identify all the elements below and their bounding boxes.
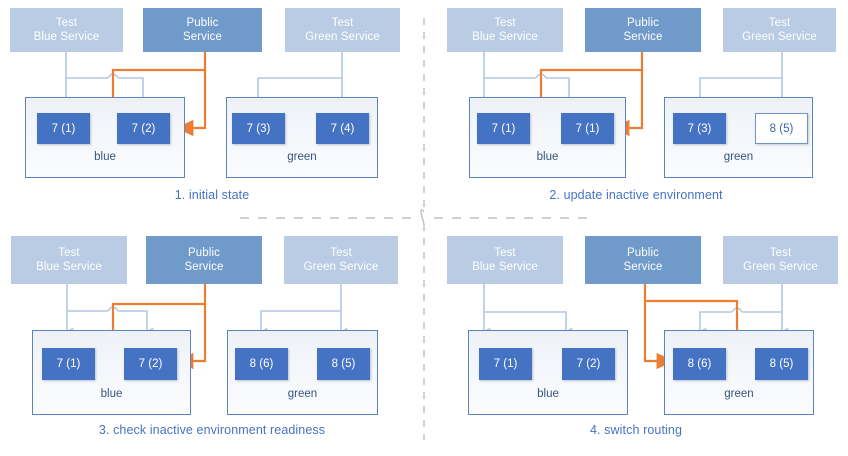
instance-box: 7 (1) [477,113,530,144]
test-blue-connector [477,50,576,111]
green-env-label: green [724,388,754,400]
instance-box: 8 (6) [673,348,726,380]
instance-box: 7 (2) [117,113,170,144]
instance-box: 7 (1) [479,348,532,380]
instance-box: 7 (3) [673,113,726,144]
blue-env-label: blue [537,388,559,400]
panel-caption: 3. check inactive environment readiness [98,423,326,437]
instance-box: 7 (2) [562,348,615,380]
panel-caption: 1. initial state [174,188,250,202]
test-green-connector [693,278,789,341]
instance-box: 7 (1) [42,348,95,380]
test-green-connector [254,278,348,341]
green-env-label: green [287,388,318,400]
panel-caption: 4. switch routing [589,423,683,437]
blue-env-label: blue [94,151,116,163]
panel-caption: 2. update inactive environment [549,188,723,202]
blue-env-label: blue [536,151,559,163]
instance-box: 7 (2) [124,348,177,380]
instance-box: 7 (1) [561,113,614,144]
instance-box: 8 (6) [235,348,288,380]
instance-box: 7 (4) [316,113,369,144]
test-blue-connector [60,278,154,341]
instance-box: 8 (5) [755,113,808,144]
green-env-label: green [287,151,317,163]
green-env-label: green [723,151,754,163]
test-green-connector [693,50,789,111]
instance-box: 7 (1) [37,113,90,144]
instance-box: 8 (5) [755,348,808,380]
blue-env-label: blue [100,388,123,400]
test-blue-connector [59,50,150,111]
instance-box: 8 (5) [317,348,370,380]
instance-box: 7 (3) [232,113,285,144]
test-green-connector [251,50,349,111]
test-blue-connector [477,278,573,341]
